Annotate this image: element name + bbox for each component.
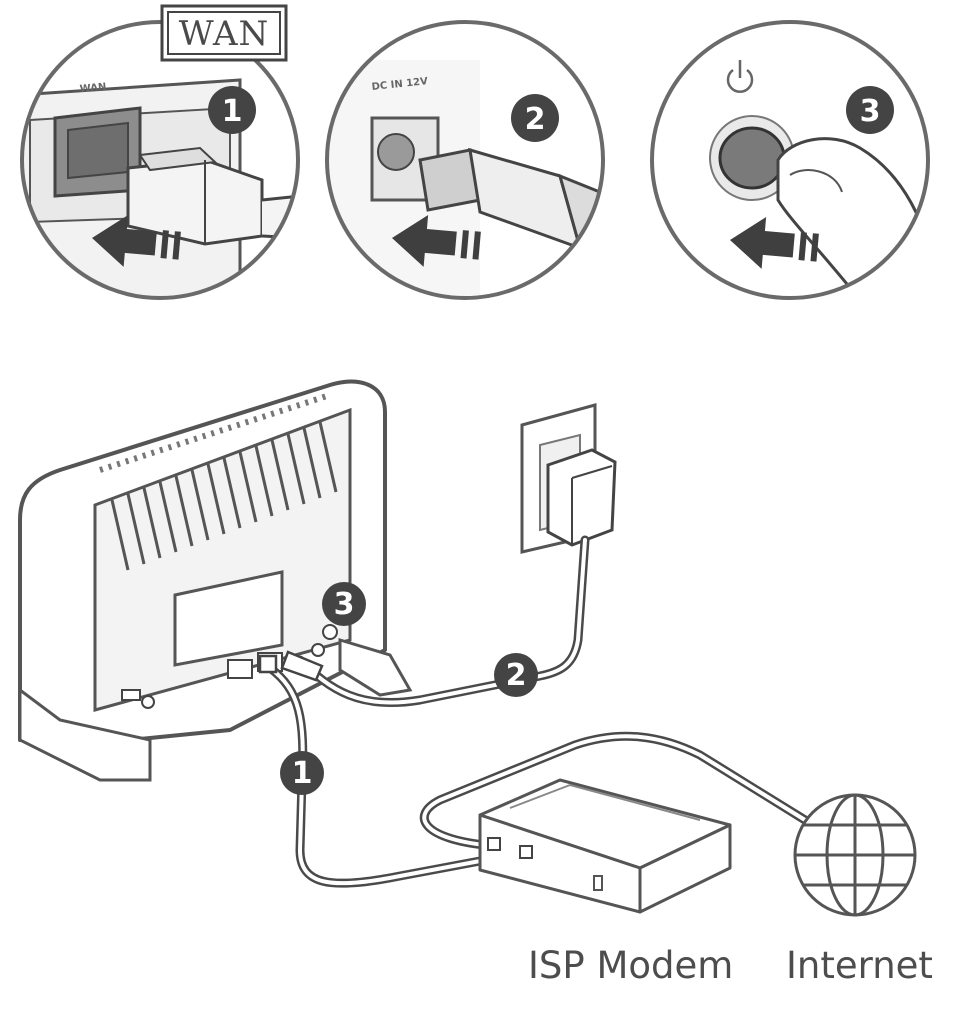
ethernet-plug bbox=[126, 146, 298, 246]
step-3-panel: 3 bbox=[650, 20, 930, 300]
cable-step-1-badge: 1 bbox=[280, 751, 324, 795]
step-1-badge: 1 bbox=[208, 86, 256, 134]
cables-inner bbox=[268, 538, 807, 886]
isp-modem bbox=[478, 778, 732, 914]
power-button bbox=[709, 115, 795, 201]
power-adapter bbox=[546, 448, 617, 547]
power-icon bbox=[726, 60, 754, 93]
globe-icon bbox=[793, 793, 917, 917]
caption-isp-modem: ISP Modem bbox=[528, 944, 733, 987]
vent-slots bbox=[110, 421, 338, 571]
svg-text:1: 1 bbox=[222, 94, 243, 129]
step-3-badge: 3 bbox=[846, 86, 894, 134]
svg-text:1: 1 bbox=[292, 756, 313, 791]
step-2-panel: DC IN 12V 2 bbox=[325, 20, 605, 300]
caption-internet: Internet bbox=[786, 944, 933, 987]
router bbox=[18, 379, 413, 782]
wan-tag: WAN bbox=[160, 4, 288, 62]
svg-text:2: 2 bbox=[525, 102, 546, 137]
step-2-badge: 2 bbox=[511, 94, 559, 142]
wan-tag-text: WAN bbox=[179, 14, 270, 54]
cable-step-2-badge: 2 bbox=[494, 653, 538, 697]
svg-text:3: 3 bbox=[860, 94, 881, 129]
router-step-3-badge: 3 bbox=[322, 582, 366, 626]
svg-text:2: 2 bbox=[506, 658, 527, 693]
step-1-panel: WAN WAN 1 bbox=[20, 4, 300, 300]
svg-text:3: 3 bbox=[334, 587, 355, 622]
port-label-wan: WAN bbox=[79, 82, 107, 95]
